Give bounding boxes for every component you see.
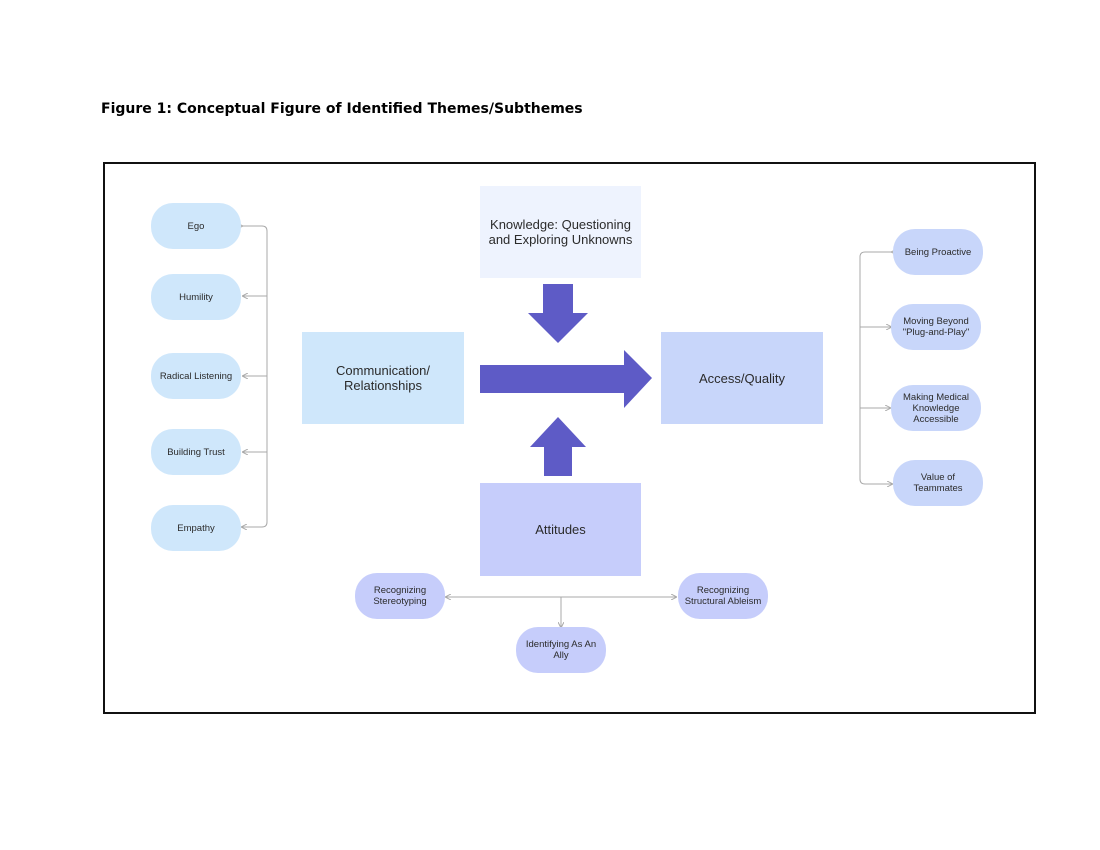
subtheme-building-trust: Building Trust	[151, 429, 241, 475]
figure-frame	[103, 162, 1036, 714]
subtheme-recognizing-stereotyping: Recognizing Stereotyping	[355, 573, 445, 619]
subtheme-value-of-teammates: Value of Teammates	[893, 460, 983, 506]
subtheme-ego: Ego	[151, 203, 241, 249]
subtheme-radical-listening: Radical Listening	[151, 353, 241, 399]
figure-title: Figure 1: Conceptual Figure of Identifie…	[101, 101, 583, 117]
theme-attitudes: Attitudes	[480, 483, 641, 576]
subtheme-moving-beyond-plug-and-play: Moving Beyond "Plug-and-Play"	[891, 304, 981, 350]
subtheme-humility: Humility	[151, 274, 241, 320]
subtheme-empathy: Empathy	[151, 505, 241, 551]
theme-access: Access/Quality	[661, 332, 823, 424]
subtheme-making-medical-knowledge-accessible: Making Medical Knowledge Accessible	[891, 385, 981, 431]
subtheme-recognizing-structural-ableism: Recognizing Structural Ableism	[678, 573, 768, 619]
theme-knowledge: Knowledge: Questioning and Exploring Unk…	[480, 186, 641, 278]
subtheme-identifying-as-an-ally: Identifying As An Ally	[516, 627, 606, 673]
subtheme-being-proactive: Being Proactive	[893, 229, 983, 275]
theme-communication: Communication/ Relationships	[302, 332, 464, 424]
